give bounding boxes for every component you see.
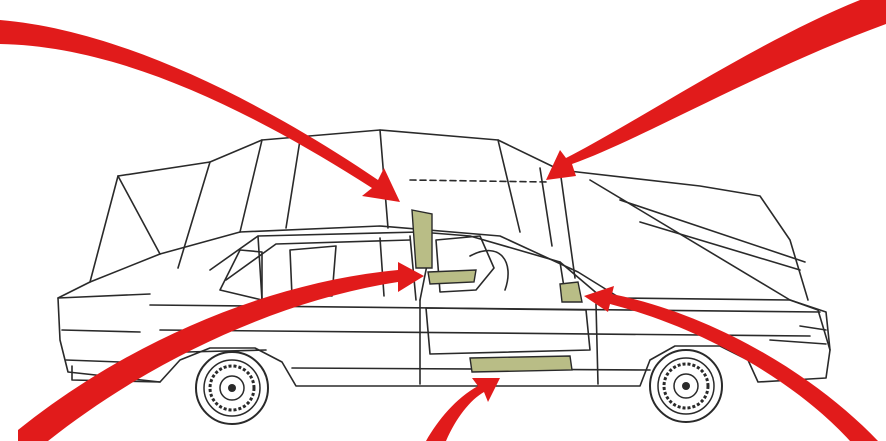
arrow-icon <box>0 20 400 202</box>
dash-highlight <box>560 282 582 302</box>
wheel-icon <box>650 350 722 422</box>
wheel-icon <box>196 352 268 424</box>
pillar-highlight <box>412 210 432 268</box>
door-sill-highlight <box>470 356 572 372</box>
seat-highlight <box>428 270 476 284</box>
arrow-icon <box>426 378 500 441</box>
arrow-icon <box>546 0 886 180</box>
